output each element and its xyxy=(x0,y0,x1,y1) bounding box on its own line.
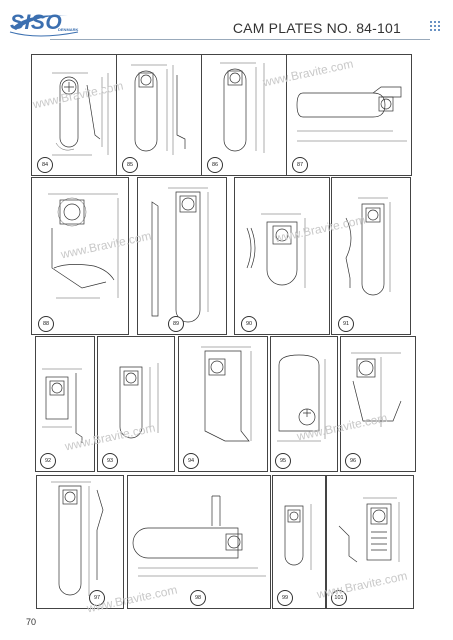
panel-number: 84 xyxy=(37,157,53,173)
panel-number: 97 xyxy=(89,590,105,606)
panel-number: 96 xyxy=(345,453,361,469)
panel-number: 93 xyxy=(102,453,118,469)
panel-95: 95 xyxy=(270,336,338,472)
logo-swoosh-icon xyxy=(9,15,79,37)
panel-87: 87 xyxy=(286,54,412,176)
panel-number: 99 xyxy=(277,590,293,606)
panel-number: 91 xyxy=(338,316,354,332)
page-number: 70 xyxy=(26,617,37,627)
panel-number: 90 xyxy=(241,316,257,332)
panel-number: 94 xyxy=(183,453,199,469)
panel-89: 89 xyxy=(137,177,227,335)
panel-number: 101 xyxy=(331,590,347,606)
panel-number: 88 xyxy=(38,316,54,332)
panel-number: 89 xyxy=(168,316,184,332)
panel-88: 88 xyxy=(31,177,129,335)
header-divider xyxy=(50,39,430,40)
panel-84: 84 xyxy=(31,54,117,176)
siso-logo xyxy=(8,10,104,38)
panel-94: 94 xyxy=(178,336,268,472)
panel-86: 86 xyxy=(201,54,287,176)
panel-93: 93 xyxy=(97,336,175,472)
panel-97: 97 xyxy=(36,475,124,609)
logo-text: SISO xyxy=(10,11,63,34)
panel-number: 95 xyxy=(275,453,291,469)
panel-number: 87 xyxy=(292,157,308,173)
panel-number: 98 xyxy=(190,590,206,606)
panel-101: 101 xyxy=(326,475,414,609)
panel-99: 99 xyxy=(272,475,326,609)
panel-90: 90 xyxy=(234,177,330,335)
logo-subtext: DENMARK xyxy=(58,27,79,32)
dot-grid-icon xyxy=(430,21,440,31)
panel-91: 91 xyxy=(331,177,411,335)
panel-85: 85 xyxy=(116,54,202,176)
page-title: CAM PLATES NO. 84-101 xyxy=(232,20,401,36)
panel-number: 92 xyxy=(40,453,56,469)
panel-number: 86 xyxy=(207,157,223,173)
panel-number: 85 xyxy=(122,157,138,173)
panel-92: 92 xyxy=(35,336,95,472)
panel-98: 98 xyxy=(127,475,271,609)
panel-96: 96 xyxy=(340,336,416,472)
